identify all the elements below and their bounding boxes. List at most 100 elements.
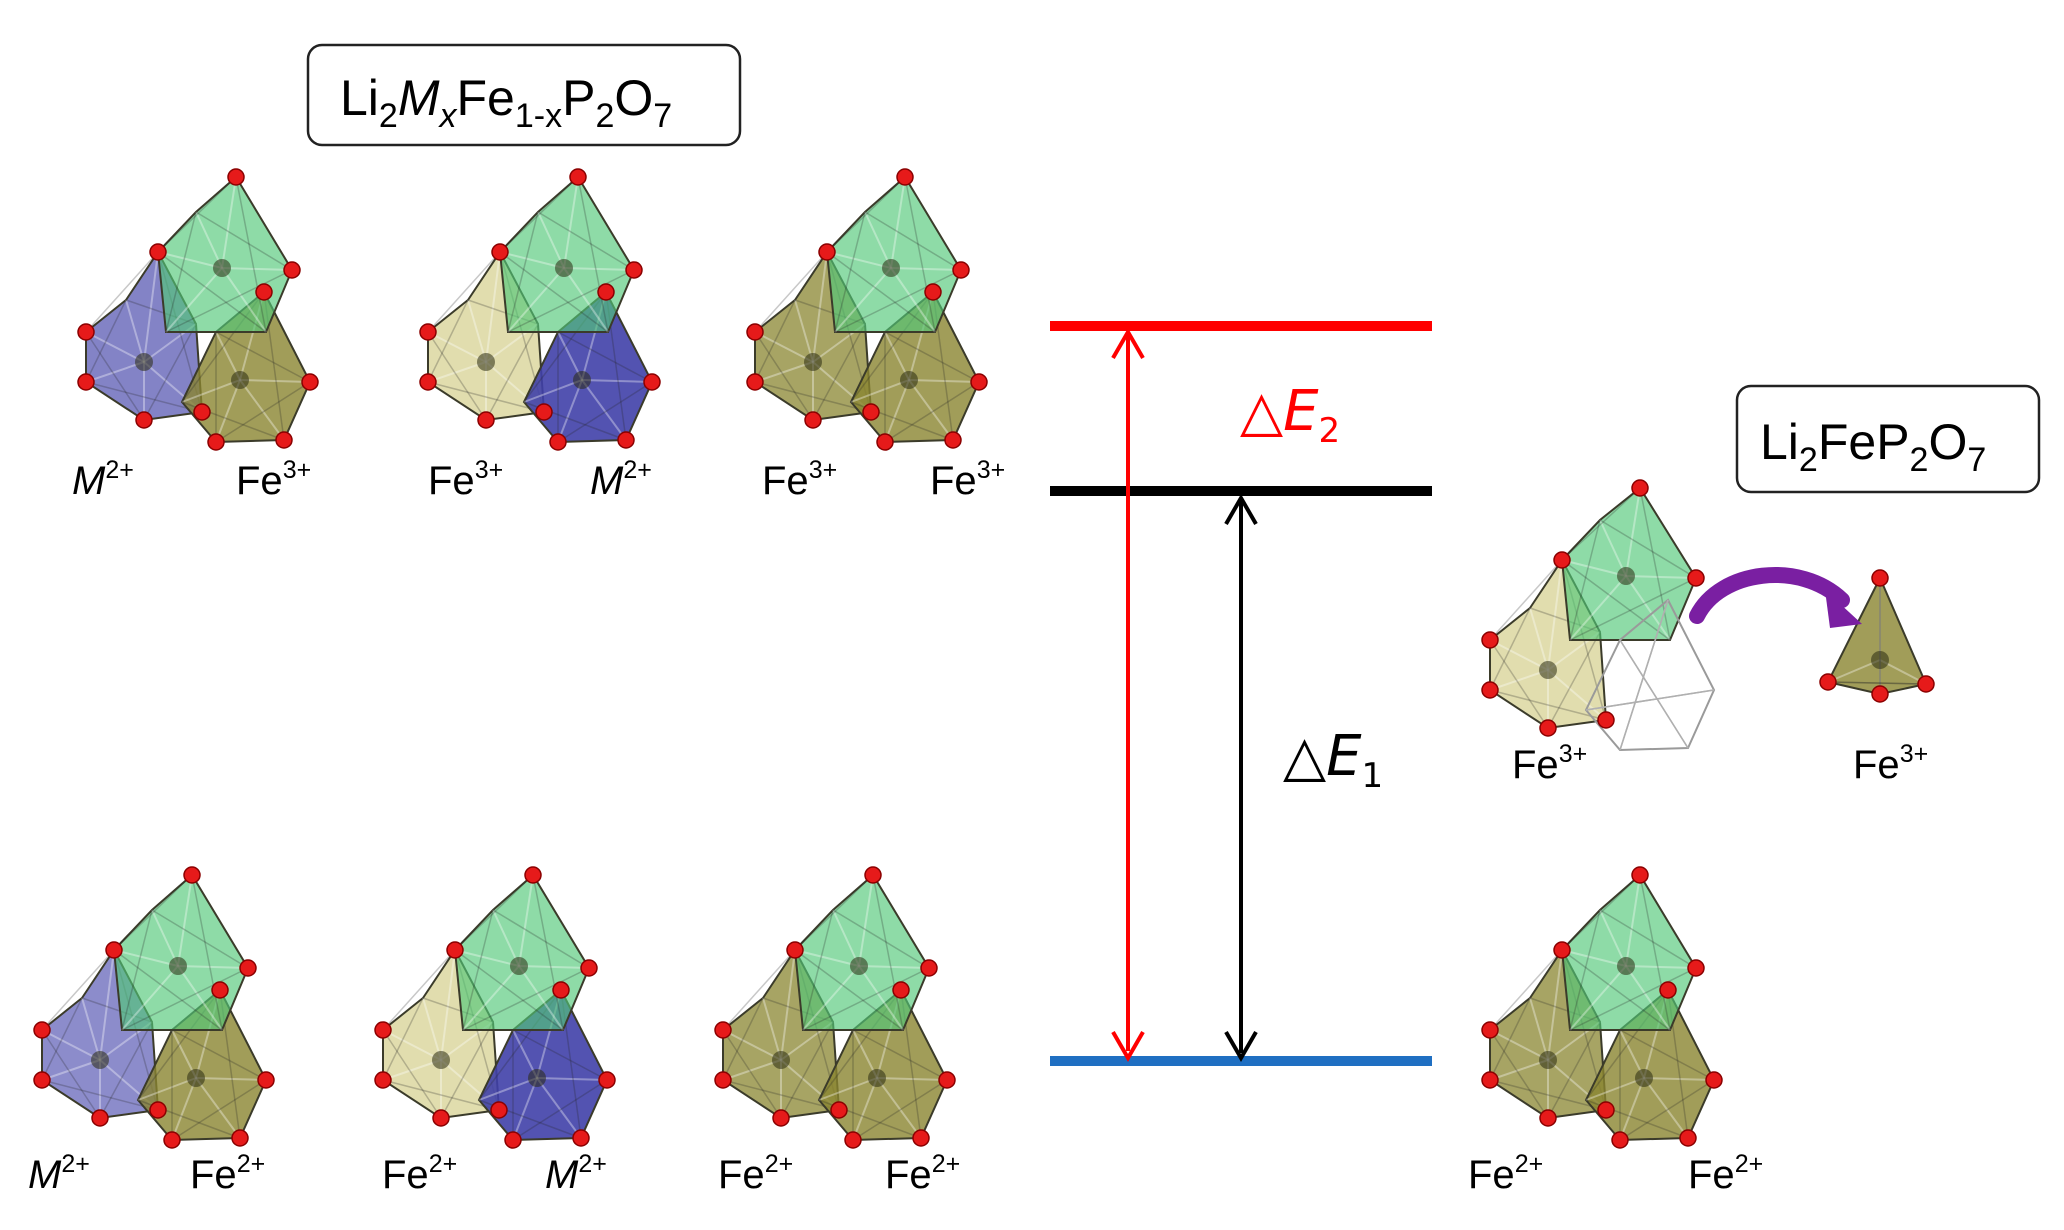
- delta-e1-arrow: [1224, 493, 1258, 1063]
- hop-arrow: [1689, 567, 1862, 628]
- cluster-bottom-1-oxygen-8: [231, 1129, 249, 1147]
- cluster-bottom-1-oxygen-2: [239, 959, 257, 977]
- cluster-top-3-oxygen-6: [804, 411, 822, 429]
- cluster-bottom-3-oxygen-2: [920, 959, 938, 977]
- detached-fe-oxygen-3: [1819, 673, 1837, 691]
- cluster-bottom-1-oxygen-3: [33, 1021, 51, 1039]
- ion-labels: M2+ Fe3+ Fe3+ M2+ Fe3+ Fe3+ Fe3+ Fe3+ M2…: [28, 456, 1928, 1197]
- cluster-bottom-right-oxygen-6: [1539, 1109, 1557, 1127]
- cluster-bottom-1-oxygen-4: [33, 1071, 51, 1089]
- cluster-top-2-oxygen-1: [491, 243, 509, 261]
- cluster-bottom-right-oxygen-1: [1553, 941, 1571, 959]
- cluster-bottom-1-oxygen-1: [105, 941, 123, 959]
- cluster-top-3-oxygen-0: [896, 168, 914, 186]
- cluster-bottom-right-oxygen-10: [1659, 981, 1677, 999]
- cluster-bottom-3-oxygen-3: [714, 1021, 732, 1039]
- cluster-bottom-right-top-octahedron: [1560, 873, 1698, 1031]
- cluster-bottom-2-oxygen-0: [524, 866, 542, 884]
- cluster-top-1-oxygen-1: [149, 243, 167, 261]
- cluster-bottom-2-top-octahedron: [453, 873, 591, 1031]
- cluster-bottom-2-oxygen-2: [580, 959, 598, 977]
- cluster-right-middle-oxygen-2: [1687, 569, 1705, 587]
- ion-label-fe3-right-b: Fe3+: [1853, 740, 1928, 787]
- ion-label-fe3-right-a: Fe3+: [1512, 740, 1587, 787]
- cluster-top-3-oxygen-3: [746, 323, 764, 341]
- cluster-top-1-oxygen-7: [301, 373, 319, 391]
- cluster-top-2-oxygen-5: [535, 403, 553, 421]
- left-formula-box: Li2MxFe1-xP2O7: [306, 43, 742, 147]
- ion-label-fe3-top1: Fe3+: [236, 456, 311, 503]
- ion-label-fe3-top3b: Fe3+: [930, 456, 1005, 503]
- cluster-bottom-1-top-octahedron: [112, 873, 250, 1031]
- delta-e2-label: △E2: [1240, 379, 1340, 451]
- cluster-bottom-3-oxygen-10: [892, 981, 910, 999]
- cluster-top-2-oxygen-3: [419, 323, 437, 341]
- cluster-bottom-3-oxygen-6: [772, 1109, 790, 1127]
- vacancy-wireframe: [1584, 598, 1716, 752]
- cluster-top-1-oxygen-6: [135, 411, 153, 429]
- ion-label-fe3-top3a: Fe3+: [762, 456, 837, 503]
- cluster-top-2-oxygen-9: [549, 433, 567, 451]
- cluster-top-3-oxygen-2: [952, 261, 970, 279]
- cluster-top-1-oxygen-10: [255, 283, 273, 301]
- cluster-bottom-2-oxygen-1: [446, 941, 464, 959]
- detached-fe-oxygen-0: [1871, 569, 1889, 587]
- cluster-bottom-3-oxygen-0: [864, 866, 882, 884]
- cluster-top-2-oxygen-7: [643, 373, 661, 391]
- cluster-top-2: [419, 168, 661, 451]
- cluster-bottom-3-oxygen-8: [912, 1129, 930, 1147]
- cluster-top-1-oxygen-5: [193, 403, 211, 421]
- ion-label-fe2-bot2a: Fe2+: [382, 1150, 457, 1197]
- cluster-top-3-oxygen-1: [818, 243, 836, 261]
- cluster-right-middle-oxygen-5: [1597, 711, 1615, 729]
- right-formula-box: Li2FeP2O7: [1735, 384, 2041, 494]
- cluster-bottom-1-oxygen-0: [183, 866, 201, 884]
- ion-label-m2-top2: M2+: [590, 456, 652, 503]
- cluster-bottom-3-oxygen-7: [938, 1071, 956, 1089]
- cluster-bottom-1-oxygen-5: [149, 1101, 167, 1119]
- cluster-bottom-2-right-octahedron: [477, 988, 609, 1142]
- polyhedra-clusters: [33, 168, 1935, 1149]
- ion-label-m2-bot2: M2+: [545, 1150, 607, 1197]
- ion-label-fe2-bot3b: Fe2+: [885, 1150, 960, 1197]
- cluster-bottom-2-oxygen-4: [374, 1071, 392, 1089]
- cluster-top-2-oxygen-10: [597, 283, 615, 301]
- cluster-top-3-oxygen-5: [862, 403, 880, 421]
- cluster-right-middle: [1481, 479, 1716, 752]
- cluster-top-1-oxygen-8: [275, 431, 293, 449]
- detached-fe-oxygen-2: [1871, 685, 1889, 703]
- cluster-bottom-right-oxygen-0: [1631, 866, 1649, 884]
- cluster-top-2-oxygen-6: [477, 411, 495, 429]
- ion-label-fe2-bot1: Fe2+: [190, 1150, 265, 1197]
- cluster-top-1-top-octahedron: [156, 175, 294, 333]
- cluster-top-3: [746, 168, 988, 451]
- cluster-top-1-oxygen-3: [77, 323, 95, 341]
- ion-label-fe2-bot3a: Fe2+: [718, 1150, 793, 1197]
- cluster-bottom-2-oxygen-3: [374, 1021, 392, 1039]
- cluster-bottom-right-oxygen-7: [1705, 1071, 1723, 1089]
- cluster-top-3-oxygen-8: [944, 431, 962, 449]
- detached-fe-oxygen-1: [1917, 675, 1935, 693]
- cluster-bottom-1-oxygen-9: [163, 1131, 181, 1149]
- cluster-bottom-right-oxygen-9: [1611, 1131, 1629, 1149]
- cluster-bottom-2-oxygen-5: [490, 1101, 508, 1119]
- cluster-top-3-oxygen-9: [876, 433, 894, 451]
- right-formula: Li2FeP2O7: [1760, 414, 1986, 479]
- cluster-top-3-oxygen-7: [970, 373, 988, 391]
- cluster-bottom-right-oxygen-3: [1481, 1021, 1499, 1039]
- cluster-right-middle-top-octahedron: [1560, 486, 1698, 641]
- cluster-top-2-oxygen-0: [569, 168, 587, 186]
- cluster-bottom-3-oxygen-1: [786, 941, 804, 959]
- cluster-bottom-2-oxygen-7: [598, 1071, 616, 1089]
- cluster-right-middle-oxygen-4: [1481, 681, 1499, 699]
- cluster-top-3-top-octahedron: [825, 175, 963, 333]
- cluster-bottom-2-oxygen-10: [552, 981, 570, 999]
- cluster-bottom-right-oxygen-8: [1679, 1129, 1697, 1147]
- cluster-bottom-1: [33, 866, 275, 1149]
- cluster-bottom-3-oxygen-4: [714, 1071, 732, 1089]
- cluster-bottom-right-oxygen-2: [1687, 959, 1705, 977]
- cluster-bottom-3: [714, 866, 956, 1149]
- cluster-bottom-3-top-octahedron: [793, 873, 931, 1031]
